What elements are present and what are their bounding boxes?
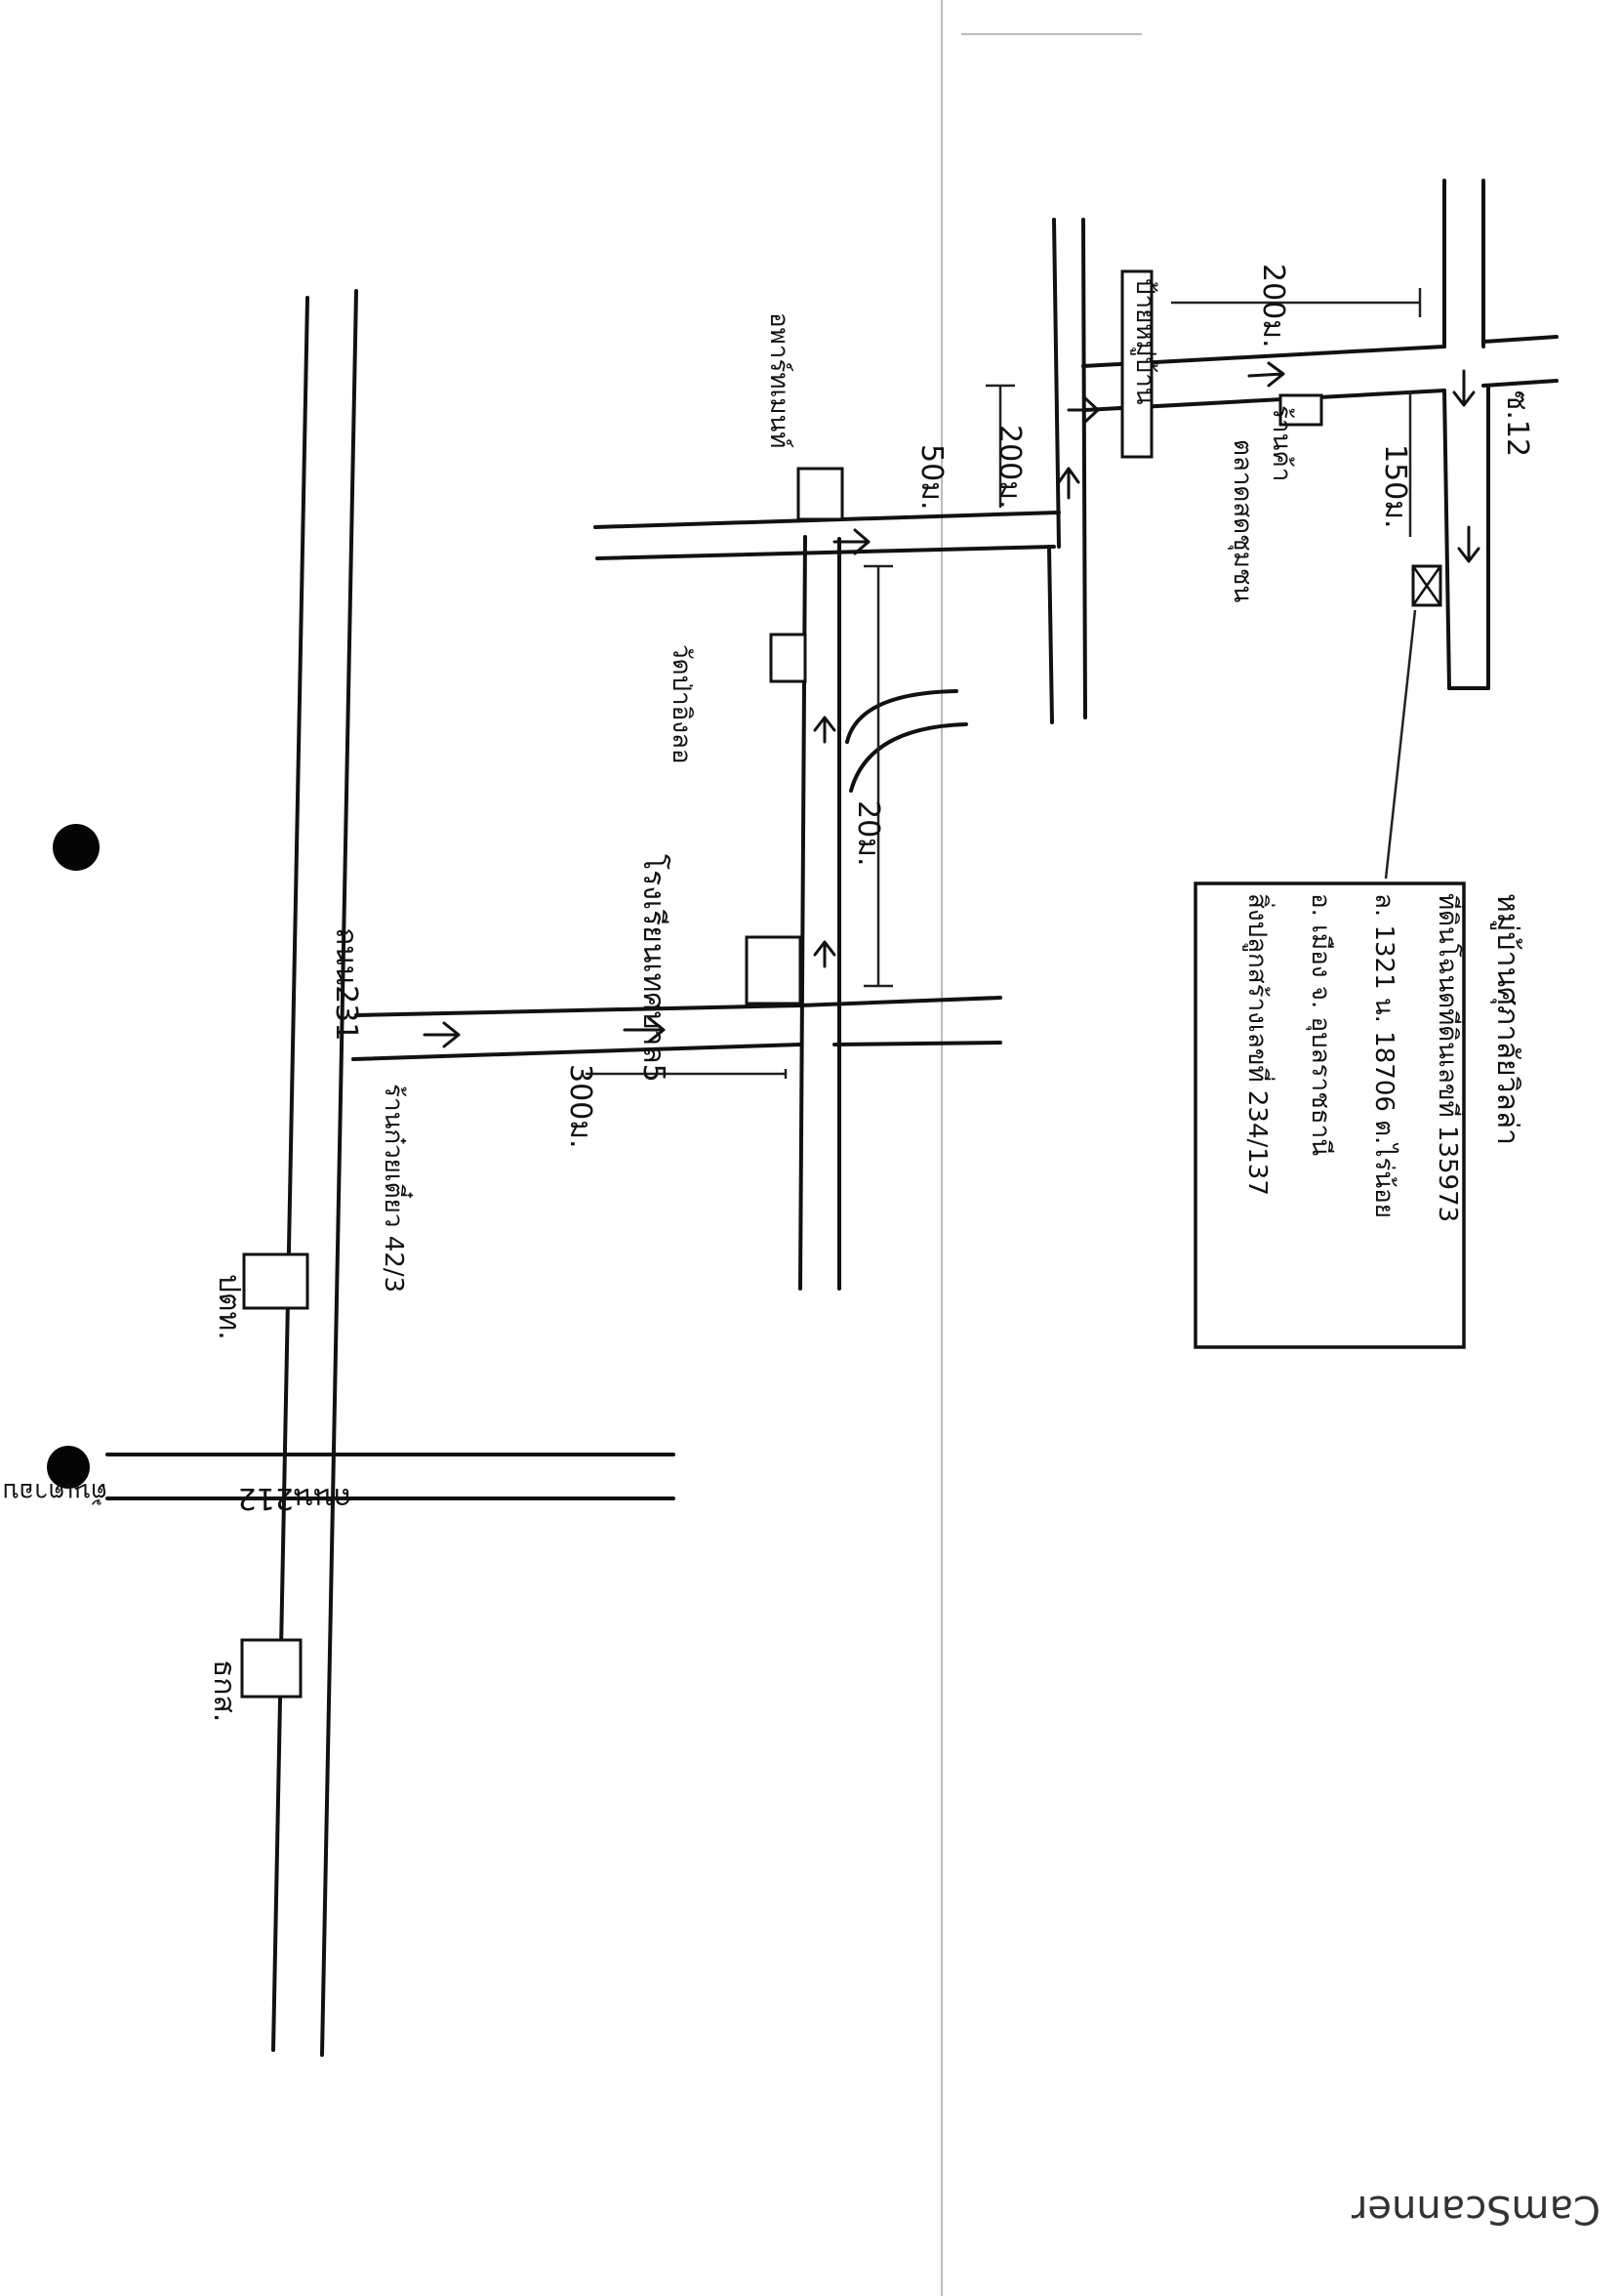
label-dist-200-b: 200ม.	[1256, 264, 1290, 348]
label-village-sign: ป้ายหมู่บ้าน	[1130, 278, 1159, 405]
leader-line	[1384, 609, 1417, 880]
label-bank-1: ปตท.	[212, 1274, 246, 1340]
curve-road-bottom	[849, 722, 968, 793]
route-arrow-9	[1452, 369, 1476, 407]
branch-road-ext-top	[798, 996, 1002, 1007]
route-arrow-2	[623, 1016, 666, 1044]
scanner-watermark: CamScanner	[1351, 2187, 1601, 2232]
building-bank-2	[240, 1638, 303, 1699]
label-dist-300: 300ม.	[563, 1064, 597, 1149]
label-corner-212: ต้นเตาอบ กุดลาด	[0, 1477, 107, 1506]
infobox-line-1: หมู่บ้านศุภาลัยวิลล่า	[1489, 893, 1524, 1145]
infobox-line-3: ล. 1321 น. 18706 ต.ไร่น้อย	[1369, 893, 1399, 1218]
upper-road-bottom-edge	[595, 545, 1056, 560]
right-road-lower	[1047, 545, 1054, 724]
route-arrow-6	[1057, 467, 1080, 500]
label-school: โรงเรียนเทศบาล5	[636, 854, 671, 1083]
right-road-left-edge	[1052, 218, 1061, 549]
route-arrow-8	[1247, 361, 1285, 388]
road-231-right-edge	[320, 289, 358, 2057]
label-dist-200-a: 200ม.	[993, 425, 1027, 510]
infobox-line-5: สิ่งปลูกสร้างเลขที่ 234/137	[1242, 893, 1276, 1196]
route-arrow-10	[1457, 525, 1480, 563]
road-231-left-edge	[271, 296, 309, 2052]
infobox-line-2: ที่ดินโฉนดที่ดินเลขที่ 135973	[1433, 893, 1466, 1222]
label-apartment: อพาร์ทเมนท์	[764, 312, 793, 448]
target-house-cross-b	[1411, 565, 1442, 606]
label-road-212: ถนน212	[238, 1481, 351, 1515]
label-dist-150: 150ม.	[1378, 444, 1412, 529]
route-arrow-3	[813, 940, 836, 968]
soi12-lower-left	[1442, 389, 1451, 690]
right-road-right-edge	[1081, 218, 1087, 719]
label-house-42-3: ร้านก๋วยเตี๋ยว 42/3	[379, 1084, 413, 1292]
building-school	[745, 935, 802, 1005]
route-arrow-5	[832, 528, 871, 555]
label-shop: ร้านค้า	[1267, 405, 1296, 481]
punch-hole-top	[53, 824, 100, 871]
route-arrow-4	[813, 716, 836, 744]
building-market	[1120, 269, 1154, 459]
soi12-branch	[1481, 335, 1559, 344]
building-bank-1	[242, 1252, 309, 1310]
label-temple: วัดป่าอิงลอ	[667, 644, 696, 763]
branch-road-ext-bottom	[832, 1041, 1002, 1046]
branch-road-top-edge	[354, 1004, 802, 1017]
curve-road-top	[845, 689, 958, 744]
label-road-231: ถนน231	[329, 927, 363, 1041]
label-soi-12: ซ.12	[1500, 390, 1534, 457]
route-arrow-7	[1067, 396, 1100, 424]
info-box	[1194, 882, 1466, 1349]
label-bank-2: ธกส.	[207, 1660, 241, 1722]
building-temple	[769, 633, 807, 683]
branch-road-bottom-edge	[351, 1043, 802, 1061]
label-market: ตลาดสดชุมชน	[1228, 439, 1257, 602]
route-arrow-1	[423, 1021, 461, 1048]
label-dist-50: 50ม.	[914, 444, 949, 511]
building-apartment	[796, 467, 844, 521]
soi12-branch-2	[1481, 379, 1559, 388]
label-dist-20: 20ม.	[851, 800, 885, 867]
building-shop	[1278, 393, 1323, 427]
punch-hole-bottom	[47, 1446, 90, 1489]
infobox-line-4: อ. เมือง จ. อุบลราชธานี	[1306, 893, 1335, 1156]
